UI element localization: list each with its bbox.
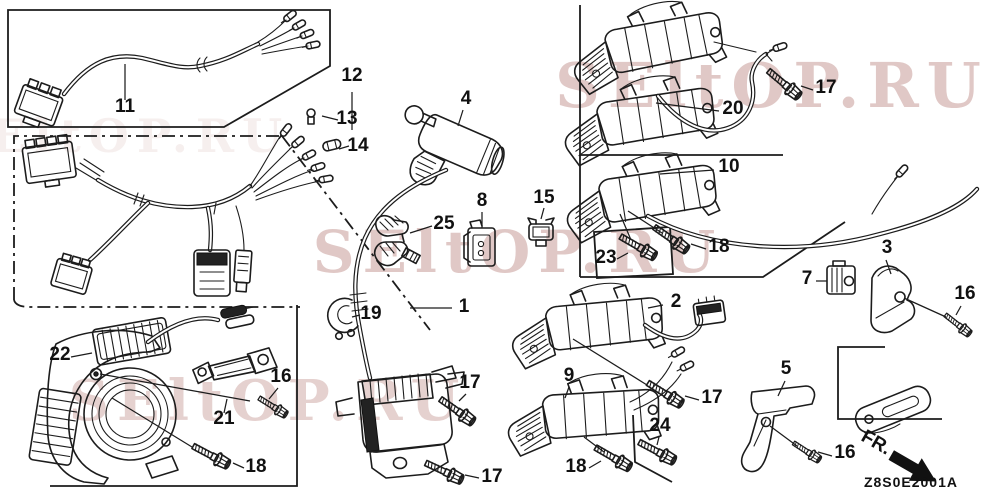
part-12-main-wire-harness (21, 121, 335, 297)
leader-lines (70, 64, 962, 479)
part-6-bracket-plate (854, 385, 932, 434)
part-11-sub-harness (13, 8, 322, 129)
part-10-cable (645, 162, 980, 250)
frame-harness-diagonal (281, 135, 431, 331)
part-9-coil (500, 364, 666, 463)
section-frames (7, 5, 942, 487)
part-label-17-11: 17 (481, 466, 502, 487)
diagram-code: Z8S0E2001A (864, 474, 958, 490)
part-19-clip (326, 297, 359, 341)
part-label-24-23: 24 (649, 415, 671, 436)
part-label-4-4: 4 (461, 88, 472, 109)
part-22-stator (28, 304, 255, 485)
part-20-wiring (655, 41, 789, 133)
part-7-grommet (826, 260, 856, 295)
part-label-15-7: 15 (533, 187, 555, 208)
part-label-18-30: 18 (245, 456, 266, 477)
bolt-18-mid (591, 440, 636, 475)
part-label-1-9: 1 (459, 296, 470, 317)
frame-right-bottom (580, 221, 846, 278)
frame-bolt24-corner (632, 414, 673, 483)
part-label-13-2: 13 (336, 108, 357, 129)
frame-harness-dashed-box (13, 135, 282, 300)
part-label-5-25: 5 (781, 358, 792, 379)
part-label-21-28: 21 (213, 408, 235, 429)
part-14-terminal-sleeve (322, 138, 342, 152)
watermark-text-0: SEltOP.RU (555, 49, 989, 122)
part-label-25-5: 25 (433, 213, 455, 234)
part-13-terminal-cap (306, 108, 316, 125)
part-label-12-1: 12 (341, 65, 362, 86)
part-label-16-29: 16 (270, 366, 291, 387)
part-label-9-21: 9 (564, 365, 575, 386)
bolt-24 (635, 435, 680, 469)
bolt-17-lower (422, 455, 467, 488)
part-label-2-17: 2 (671, 291, 682, 312)
part-label-19-8: 19 (360, 303, 381, 324)
part-5-bracket (740, 385, 816, 473)
part-label-16-26: 16 (834, 442, 855, 463)
part-label-14-3: 14 (347, 135, 369, 156)
part-labels-layer: 11 12 13 14 4 25 8 15 19 1 17 17 20 17 10 23 18 2 7 3 16 9 17 2… (49, 65, 975, 487)
part-25-wire-clamp (373, 214, 421, 267)
part-label-18-16: 18 (708, 236, 729, 257)
part-label-11-0: 11 (115, 96, 136, 117)
part-label-20-12: 20 (722, 98, 743, 119)
part-label-17-10: 17 (459, 372, 480, 393)
part-2-wiring (642, 295, 727, 341)
part-label-18-24: 18 (565, 456, 586, 477)
frame-part11-box (7, 9, 331, 128)
bolt-18-bottom-left (189, 439, 234, 473)
part-label-10-14: 10 (718, 156, 739, 177)
frame-harness-bottom (13, 299, 300, 308)
part-label-23-15: 23 (595, 247, 616, 268)
part-4-spark-plug-cap (404, 105, 505, 186)
fr-arrow-icon (888, 450, 937, 482)
frame-part6-corner (837, 346, 942, 420)
part-label-7-18: 7 (802, 268, 813, 289)
part-label-3-19: 3 (882, 237, 893, 258)
frame-stator-box (50, 305, 298, 487)
bolt-16-right (941, 309, 975, 340)
part-15-clip (527, 217, 555, 247)
part-label-17-22: 17 (701, 387, 722, 408)
part-label-16-20: 16 (954, 283, 975, 304)
part-1-ignition-coil-wire (335, 167, 465, 479)
frame-bolt23-box (593, 226, 674, 279)
part-label-8-6: 8 (477, 190, 488, 211)
part-label-17-13: 17 (815, 77, 836, 98)
part-21-bracket (192, 347, 278, 385)
part-label-22-27: 22 (49, 344, 70, 365)
